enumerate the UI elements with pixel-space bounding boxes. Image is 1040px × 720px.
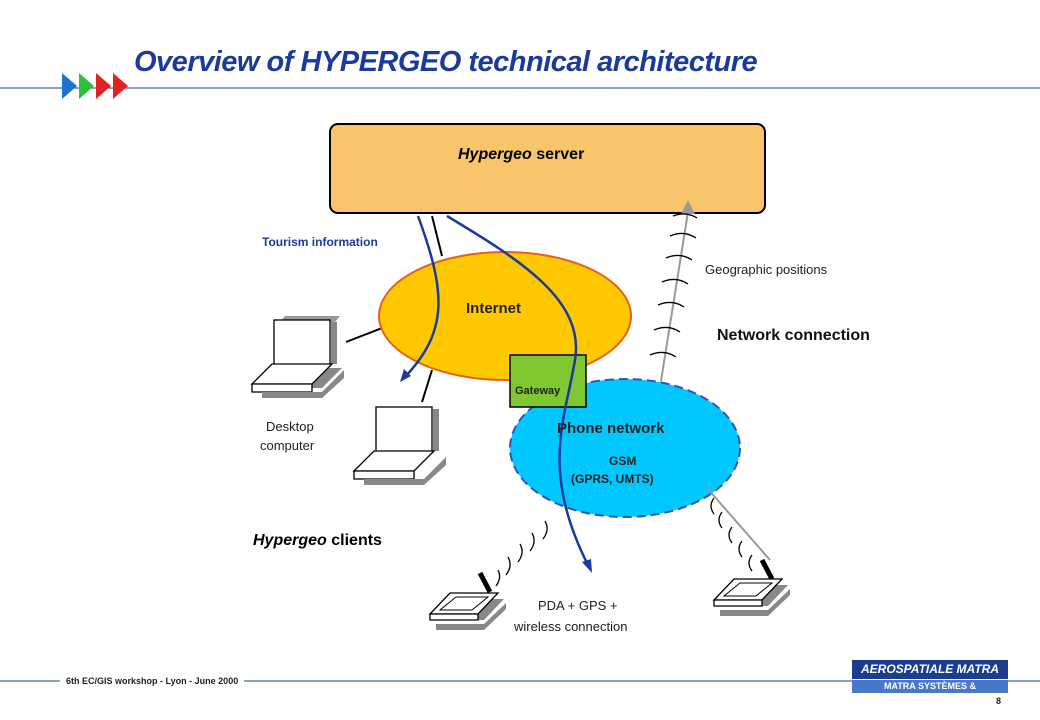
internet-label: Internet <box>466 300 522 317</box>
gateway-label: Gateway <box>515 385 561 397</box>
header-arrows-icon <box>62 73 128 99</box>
server-brand: Hypergeo <box>458 146 532 163</box>
desktop-label-line2: computer <box>260 438 315 453</box>
link-server-internet <box>431 215 443 257</box>
gsm-label: GSM <box>609 454 637 468</box>
link-desktop-2 <box>421 369 433 403</box>
geo-arrowhead-icon <box>681 200 695 214</box>
tourism-arrowhead-icon <box>400 369 411 382</box>
phone-network-label: Phone network <box>557 420 665 437</box>
logo-line2: MATRA SYSTÈMES & INFORMATION <box>852 680 1008 704</box>
client-arrow <box>446 214 590 566</box>
client-arrowhead-icon <box>582 559 592 573</box>
tourism-label: Tourism information <box>262 235 378 249</box>
network-connection-label: Network connection <box>717 327 870 344</box>
desktop-computer-1-icon <box>250 316 344 398</box>
link-desktop-1 <box>345 327 383 343</box>
page-title: Overview of HYPERGEO technical architect… <box>134 46 758 78</box>
pda-right-icon <box>712 558 790 616</box>
pda-label-line1: PDA + GPS + <box>538 598 618 613</box>
wireless-arcs-pda-left-icon <box>495 520 548 587</box>
server-box <box>329 123 766 214</box>
clients-label: Hypergeo clients <box>253 532 382 550</box>
clients-text: clients <box>331 532 382 549</box>
page-number: 8 <box>996 696 1002 706</box>
phone-network-ellipse <box>509 378 741 518</box>
link-phone-pda <box>706 487 771 561</box>
desktop-computer-2-icon <box>352 406 446 485</box>
wireless-arcs-icon <box>649 213 698 358</box>
wireless-arcs-pda-right-icon <box>710 497 753 572</box>
clients-brand: Hypergeo <box>253 532 327 549</box>
server-label: Hypergeo server <box>458 146 584 164</box>
server-text: server <box>536 146 585 163</box>
footer-workshop: 6th EC/GIS workshop - Lyon - June 2000 <box>60 676 245 686</box>
geo-positions-label: Geographic positions <box>705 262 828 277</box>
tourism-arrow <box>403 215 440 379</box>
gprs-umts-label: (GPRS, UMTS) <box>571 472 654 486</box>
pda-label-line2: wireless connection <box>514 619 628 634</box>
desktop-label-line1: Desktop <box>266 419 314 434</box>
company-logo: AEROSPATIALE MATRA MATRA SYSTÈMES & INFO… <box>852 660 1008 704</box>
logo-line1: AEROSPATIALE MATRA <box>852 660 1008 679</box>
pda-left-icon <box>428 571 506 630</box>
